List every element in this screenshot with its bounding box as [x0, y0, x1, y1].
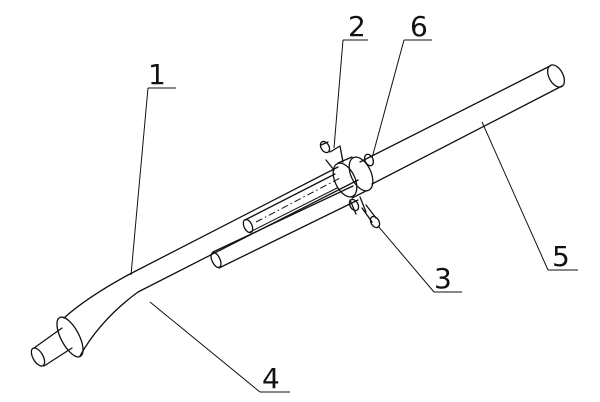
collar: [332, 153, 375, 199]
leader-lines: [130, 39, 578, 393]
callout-1: 1: [148, 58, 166, 91]
main-shell: [30, 166, 359, 367]
upper-nozzle: [319, 140, 344, 171]
outlet-tube: [359, 64, 566, 185]
reference-numerals: 1 2 3 4 5 6: [148, 10, 570, 395]
lower-nozzle: [348, 196, 381, 229]
callout-3: 3: [434, 262, 452, 295]
callout-4: 4: [262, 362, 280, 395]
callout-2: 2: [348, 10, 366, 43]
callout-6: 6: [410, 10, 428, 43]
callout-5: 5: [552, 240, 570, 273]
inner-tube: [210, 173, 359, 269]
